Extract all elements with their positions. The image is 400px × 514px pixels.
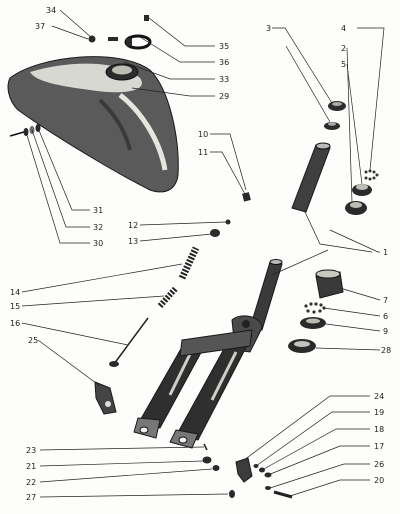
small-washer <box>225 219 231 225</box>
tank-mount-washers <box>9 124 41 137</box>
bearing-race-upper <box>345 184 372 215</box>
callout-37: 37 <box>35 22 45 31</box>
callout-12: 12 <box>128 221 138 230</box>
callout-13: 13 <box>128 237 138 246</box>
fork-spring-lower <box>157 286 179 308</box>
callout-23: 23 <box>26 446 36 455</box>
callout-30: 30 <box>93 239 103 248</box>
callout-27: 27 <box>26 493 36 502</box>
callout-11: 11 <box>198 148 208 157</box>
washer-22 <box>212 465 220 471</box>
callout-labels: 34 37 35 36 33 29 3 4 2 5 10 11 12 13 31… <box>10 6 391 502</box>
fork-damper-rod <box>109 317 149 367</box>
steering-nut-7 <box>315 269 344 299</box>
lever-bracket-24 <box>235 457 253 483</box>
cap-screw <box>144 15 149 21</box>
tank-strap-clamp <box>124 34 152 50</box>
bolt-27 <box>229 490 235 498</box>
callout-21: 21 <box>26 462 36 471</box>
callout-19: 19 <box>374 408 384 417</box>
callout-35: 35 <box>219 42 229 51</box>
callout-6: 6 <box>383 312 388 321</box>
callout-24: 24 <box>374 392 384 401</box>
bolt-20 <box>273 490 293 499</box>
callout-5: 5 <box>341 60 346 69</box>
callout-34: 34 <box>46 6 56 15</box>
callout-4: 4 <box>341 24 346 33</box>
callout-25: 25 <box>28 336 38 345</box>
nut-21 <box>202 456 212 464</box>
fork-spring-upper <box>178 246 200 280</box>
callout-18: 18 <box>374 425 384 434</box>
steering-stem <box>291 142 331 213</box>
callout-32: 32 <box>93 223 103 232</box>
callout-2: 2 <box>341 44 346 53</box>
callout-3: 3 <box>266 24 271 33</box>
callout-22: 22 <box>26 478 36 487</box>
ball-bearing-ring-lower <box>304 302 326 314</box>
washer-26 <box>265 486 271 490</box>
dust-cover-9 <box>300 317 326 329</box>
callout-36: 36 <box>219 58 229 67</box>
callout-29: 29 <box>219 92 229 101</box>
callout-28: 28 <box>381 346 391 355</box>
callout-16: 16 <box>10 319 20 328</box>
bolt-head <box>210 229 220 237</box>
callout-26: 26 <box>374 460 384 469</box>
front-fork-assembly <box>133 259 283 449</box>
callout-15: 15 <box>10 302 20 311</box>
leader-lines <box>21 9 385 498</box>
callout-1: 1 <box>383 248 388 257</box>
callout-33: 33 <box>219 75 229 84</box>
callout-9: 9 <box>383 327 388 336</box>
bearing-cup-upper <box>324 101 346 130</box>
callout-14: 14 <box>10 288 20 297</box>
bearing-race-28 <box>288 339 316 353</box>
callout-7: 7 <box>383 296 388 305</box>
tank-bolt <box>88 35 118 43</box>
fuel-tank <box>7 56 179 193</box>
adjuster-nut <box>242 192 251 202</box>
callout-17: 17 <box>374 442 384 451</box>
pin-23 <box>203 443 208 451</box>
ball-bearing-ring <box>364 169 379 181</box>
axle-clamp <box>94 381 117 415</box>
callout-20: 20 <box>374 476 384 485</box>
callout-31: 31 <box>93 206 103 215</box>
callout-10: 10 <box>198 130 208 139</box>
